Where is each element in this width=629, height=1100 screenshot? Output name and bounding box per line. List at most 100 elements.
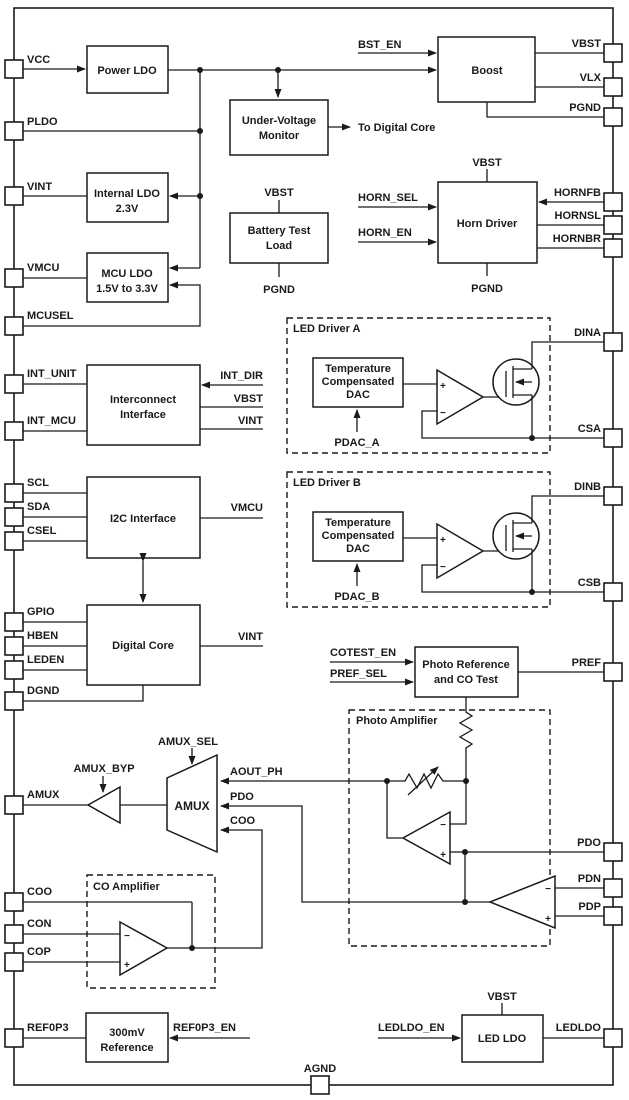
photo-opamp-plus: + bbox=[440, 850, 446, 861]
int-dir-label: INT_DIR bbox=[220, 370, 263, 382]
ledldo-en-label: LEDLDO_EN bbox=[378, 1022, 445, 1034]
wire-feedback-b bbox=[421, 564, 532, 593]
wire-dinb bbox=[531, 495, 604, 523]
pin-mcusel bbox=[4, 316, 24, 336]
tc-dac-b-box bbox=[312, 511, 404, 562]
pin-hornbr bbox=[603, 238, 623, 258]
photo-amplifier-block: Photo Amplifier − + − + PDO PDN PDP bbox=[348, 697, 604, 947]
cop-label: COP bbox=[27, 946, 51, 958]
photo-amplifier-outline bbox=[348, 709, 551, 947]
scl-label: SCL bbox=[27, 477, 49, 489]
photo-input-minus: − bbox=[545, 884, 551, 895]
photo-opamp bbox=[401, 810, 451, 866]
ref0p3-label: REF0P3 bbox=[27, 1022, 69, 1034]
internal-ldo-block: Internal LDO 2.3V VINT bbox=[23, 172, 200, 223]
bst-en-label: BST_EN bbox=[358, 39, 401, 51]
hornsl-label: HORNSL bbox=[555, 210, 602, 222]
pin-leden bbox=[4, 660, 24, 680]
vmcu-i2c-label: VMCU bbox=[231, 502, 263, 514]
pin-agnd bbox=[310, 1075, 330, 1095]
pdac-b-label: PDAC_B bbox=[334, 591, 379, 603]
mcusel-label: MCUSEL bbox=[27, 310, 74, 322]
led-driver-a-label: LED Driver A bbox=[293, 323, 361, 335]
btl-label-2: Load bbox=[266, 240, 292, 252]
interconnect-box bbox=[86, 364, 201, 446]
digital-core-label: Digital Core bbox=[112, 640, 174, 652]
led-driver-b-label: LED Driver B bbox=[293, 477, 361, 489]
vmcu-label: VMCU bbox=[27, 262, 59, 274]
pin-hornsl bbox=[603, 215, 623, 235]
gpio-label: GPIO bbox=[27, 606, 55, 618]
pgnd-btl-label: PGND bbox=[263, 284, 295, 296]
pgnd-horn-label: PGND bbox=[471, 283, 503, 295]
pin-vlx bbox=[603, 77, 623, 97]
tc-dac-a-box bbox=[312, 357, 404, 408]
i2c-interface-block: I2C Interface VMCU SCL SDA CSEL bbox=[23, 476, 263, 603]
horn-driver-block: VBST HORN_SEL HORN_EN Horn Driver HORNFB… bbox=[358, 157, 604, 295]
pin-vmcu bbox=[4, 268, 24, 288]
power-ldo-label: Power LDO bbox=[97, 65, 157, 77]
pin-dina bbox=[603, 332, 623, 352]
pin-pldo bbox=[4, 121, 24, 141]
pin-pdo bbox=[603, 842, 623, 862]
pin-csa bbox=[603, 428, 623, 448]
photo-opamp-minus: − bbox=[440, 820, 446, 831]
tc-dac-a-label-2: Compensated bbox=[322, 376, 395, 388]
pdo-mux-label: PDO bbox=[230, 791, 254, 803]
boost-label: Boost bbox=[471, 65, 503, 77]
pin-vcc bbox=[4, 59, 24, 79]
tc-dac-b-label-1: Temperature bbox=[325, 517, 391, 529]
led-driver-a-block: LED Driver A Temperature Compensated DAC… bbox=[286, 317, 604, 454]
variable-resistor-arrow bbox=[407, 766, 439, 796]
reference-300mv-block: 300mV Reference REF0P3_EN REF0P3 bbox=[23, 1012, 250, 1063]
pin-int-unit bbox=[4, 374, 24, 394]
horn-driver-label: Horn Driver bbox=[457, 218, 518, 230]
interconnect-interface-block: Interconnect Interface INT_DIR VBST VINT… bbox=[23, 364, 263, 446]
pin-int-mcu bbox=[4, 421, 24, 441]
pin-vbst bbox=[603, 43, 623, 63]
photo-reference-block: COTEST_EN PREF_SEL Photo Reference and C… bbox=[330, 646, 604, 698]
vbst-ledldo-label: VBST bbox=[487, 991, 517, 1003]
dina-label: DINA bbox=[574, 327, 601, 339]
photo-input-plus: + bbox=[545, 914, 551, 925]
horn-driver-box bbox=[437, 181, 538, 264]
csel-label: CSEL bbox=[27, 525, 57, 537]
vlx-label: VLX bbox=[580, 72, 602, 84]
vbst-btl-label: VBST bbox=[264, 187, 294, 199]
pin-cop bbox=[4, 952, 24, 972]
photo-input-opamp bbox=[487, 874, 556, 930]
pin-pdn bbox=[603, 878, 623, 898]
led-b-opamp bbox=[436, 522, 485, 580]
vcc-label: VCC bbox=[27, 54, 50, 66]
pin-ref0p3 bbox=[4, 1028, 24, 1048]
junction-dot bbox=[197, 67, 203, 73]
amux-pin-label: AMUX bbox=[27, 789, 60, 801]
wire-feedback-a bbox=[421, 410, 532, 439]
photo-ref-label-1: Photo Reference bbox=[422, 659, 509, 671]
wire-photo-out bbox=[386, 781, 403, 839]
pin-gpio bbox=[4, 612, 24, 632]
left-pins bbox=[4, 59, 24, 1048]
led-b-minus: − bbox=[440, 562, 446, 573]
led-driver-b-block: LED Driver B Temperature Compensated DAC… bbox=[286, 471, 604, 608]
hornbr-label: HORNBR bbox=[553, 233, 601, 245]
i2c-box bbox=[86, 476, 201, 559]
pdac-a-label: PDAC_A bbox=[334, 437, 379, 449]
int-mcu-label: INT_MCU bbox=[27, 415, 76, 427]
dinb-label: DINB bbox=[574, 481, 601, 493]
pin-amux bbox=[4, 795, 24, 815]
uvm-label-2: Monitor bbox=[259, 130, 300, 142]
pin-dgnd bbox=[4, 691, 24, 711]
pgnd-label: PGND bbox=[569, 102, 601, 114]
pin-hben bbox=[4, 636, 24, 656]
vbst-horn-label: VBST bbox=[472, 157, 502, 169]
interconnect-label-1: Interconnect bbox=[110, 394, 176, 406]
resistor-icon bbox=[458, 697, 474, 781]
pin-csel bbox=[4, 531, 24, 551]
mcu-ldo-box bbox=[86, 252, 169, 303]
uvm-box bbox=[229, 99, 329, 156]
int-unit-label: INT_UNIT bbox=[27, 368, 77, 380]
uvm-label-1: Under-Voltage bbox=[242, 115, 316, 127]
